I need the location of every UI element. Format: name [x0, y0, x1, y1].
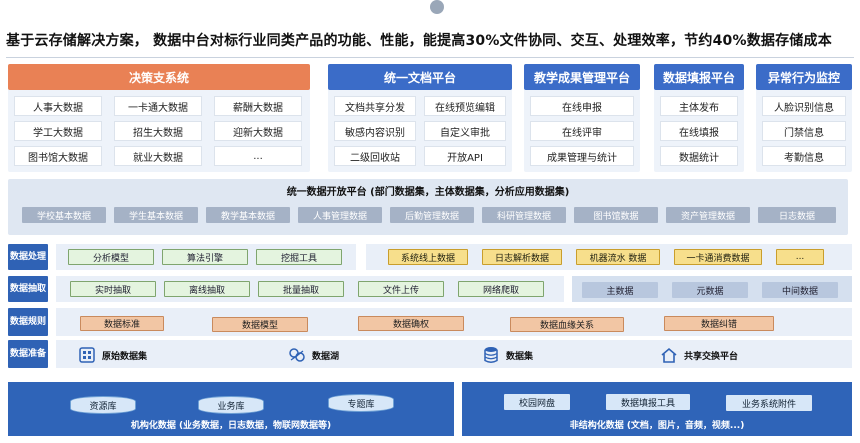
processing-source: 一卡通消费数据: [674, 249, 762, 265]
structured-store: 资源库: [70, 396, 136, 414]
platform-chip: 教学基本数据: [206, 207, 290, 223]
data-lake-icon: [288, 346, 306, 364]
monitor-title: 异常行为监控: [756, 64, 852, 90]
decision-item: 图书馆大数据: [14, 146, 102, 166]
extraction-method: 文件上传: [358, 281, 444, 297]
decision-item: 薪酬大数据: [214, 96, 302, 116]
rules-item: 数据确权: [358, 316, 464, 331]
teaching-item: 在线申报: [530, 96, 634, 116]
docs-item: 开放API: [424, 146, 506, 166]
unstructured-caption: 非结构化数据 (文档，图片，音频，视频...): [569, 420, 745, 431]
teaching-title: 教学成果管理平台: [524, 64, 640, 90]
platform-chip: 后勤管理数据: [390, 207, 474, 223]
platform-chip: 日志数据: [758, 207, 836, 223]
layer-label-extraction: 数据抽取: [8, 276, 48, 302]
prep-exchange-platform: 共享交换平台: [660, 344, 738, 366]
fill-panel: 数据填报平台 主体发布 在线填报 数据统计: [654, 64, 744, 172]
unstructured-source: 校园网盘: [504, 394, 570, 410]
fill-item: 主体发布: [660, 96, 738, 116]
monitor-item: 门禁信息: [762, 121, 846, 141]
platform-chip: 图书馆数据: [574, 207, 658, 223]
platform-chip: 学生基本数据: [114, 207, 198, 223]
docs-item: 文档共享分发: [334, 96, 416, 116]
platform-chip: 学校基本数据: [22, 207, 106, 223]
platform-chip: 人事管理数据: [298, 207, 382, 223]
platform-chip: 科研管理数据: [482, 207, 566, 223]
prep-dataset: 数据集: [482, 344, 533, 366]
docs-item: 二级回收站: [334, 146, 416, 166]
prep-label: 数据湖: [312, 351, 340, 362]
prep-lane: [56, 340, 852, 368]
prep-label: 数据集: [506, 351, 534, 362]
decision-item: 迎新大数据: [214, 121, 302, 141]
decision-item: ...: [214, 146, 302, 166]
processing-tool: 算法引擎: [162, 249, 248, 265]
headline: 基于云存储解决方案， 数据中台对标行业同类产品的功能、性能，能提高30%文件协同…: [6, 33, 832, 49]
monitor-item: 考勤信息: [762, 146, 846, 166]
extraction-type: 中间数据: [762, 282, 838, 298]
unstructured-source: 数据填报工具: [606, 394, 690, 410]
teaching-panel: 教学成果管理平台 在线申报 在线评审 成果管理与统计: [524, 64, 640, 172]
prep-raw-dataset: 原始数据集: [78, 344, 147, 366]
structured-store: 专题库: [328, 394, 394, 412]
processing-tool: 挖掘工具: [256, 249, 342, 265]
extraction-method: 实时抽取: [70, 281, 156, 297]
extraction-type: 元数据: [672, 282, 748, 298]
docs-item: 在线预览编辑: [424, 96, 506, 116]
house-icon: [660, 346, 678, 364]
rules-item: 数据标准: [80, 316, 164, 331]
divider: [6, 57, 854, 58]
decision-panel: 决策支系统 人事大数据 一卡通大数据 薪酬大数据 学工大数据 招生大数据 迎新大…: [8, 64, 310, 172]
open-data-platform: 统一数据开放平台 (部门数据集，主体数据集，分析应用数据集) 学校基本数据 学生…: [8, 179, 848, 235]
monitor-panel: 异常行为监控 人脸识别信息 门禁信息 考勤信息: [756, 64, 852, 172]
teaching-item: 在线评审: [530, 121, 634, 141]
prep-data-lake: 数据湖: [288, 344, 339, 366]
processing-source: ...: [776, 249, 824, 265]
rules-item: 数据模型: [212, 317, 308, 332]
layer-label-prep: 数据准备: [8, 340, 48, 368]
platform-chip: 资产管理数据: [666, 207, 750, 223]
rules-item: 数据血缘关系: [510, 317, 624, 332]
decision-title: 决策支系统: [8, 64, 310, 90]
decision-item: 学工大数据: [14, 121, 102, 141]
structured-store: 业务库: [198, 396, 264, 414]
extraction-method: 批量抽取: [258, 281, 344, 297]
decision-item: 就业大数据: [114, 146, 202, 166]
decision-item: 招生大数据: [114, 121, 202, 141]
extraction-type: 主数据: [582, 282, 658, 298]
processing-source: 机器流水 数据: [576, 249, 660, 265]
docs-panel: 统一文档平台 文档共享分发 在线预览编辑 敏感内容识别 自定义审批 二级回收站 …: [328, 64, 512, 172]
extraction-method: 离线抽取: [164, 281, 250, 297]
fill-title: 数据填报平台: [654, 64, 744, 90]
docs-title: 统一文档平台: [328, 64, 512, 90]
fill-item: 在线填报: [660, 121, 738, 141]
prep-label: 原始数据集: [102, 351, 148, 362]
layer-label-processing: 数据处理: [8, 244, 48, 270]
structured-caption: 机构化数据 (业务数据，日志数据，物联网数据等): [130, 420, 332, 431]
database-icon: [482, 346, 500, 364]
processing-tool: 分析模型: [68, 249, 154, 265]
platform-title: 统一数据开放平台 (部门数据集，主体数据集，分析应用数据集): [286, 186, 570, 198]
processing-source: 日志解析数据: [482, 249, 562, 265]
layer-label-rules: 数据规则: [8, 308, 48, 336]
monitor-item: 人脸识别信息: [762, 96, 846, 116]
teaching-item: 成果管理与统计: [530, 146, 634, 166]
top-connector-icon: [430, 0, 444, 14]
rules-item: 数据纠错: [664, 316, 774, 331]
processing-source: 系统线上数据: [388, 249, 468, 265]
prep-label: 共享交换平台: [684, 351, 739, 362]
decision-item: 一卡通大数据: [114, 96, 202, 116]
docs-item: 敏感内容识别: [334, 121, 416, 141]
dataset-grid-icon: [78, 346, 96, 364]
fill-item: 数据统计: [660, 146, 738, 166]
decision-item: 人事大数据: [14, 96, 102, 116]
extraction-method: 网络爬取: [458, 281, 544, 297]
docs-item: 自定义审批: [424, 121, 506, 141]
unstructured-source: 业务系统附件: [726, 395, 812, 411]
